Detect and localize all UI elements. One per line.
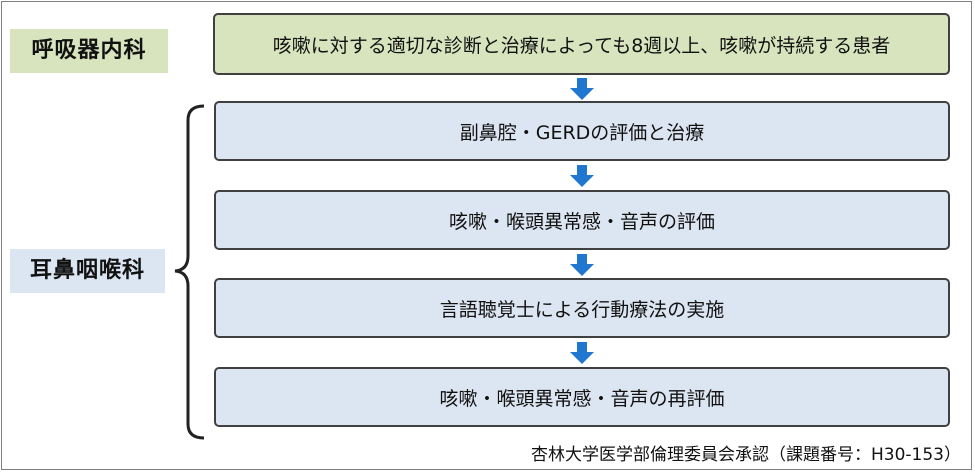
step-text-1: 副鼻腔・GERDの評価と治療 <box>459 121 705 144</box>
down-arrow-icon <box>570 78 594 100</box>
department-label-ent: 耳鼻咽喉科 <box>10 249 165 293</box>
step-box-4: 咳嗽・喉頭異常感・音声の再評価 <box>214 367 950 427</box>
department-label-respiratory: 呼吸器内科 <box>10 29 168 73</box>
step-text-2: 咳嗽・喉頭異常感・音声の評価 <box>448 210 715 233</box>
down-arrow-icon <box>570 254 594 276</box>
patient-criteria-text: 咳嗽に対する適切な診断と治療によっても8週以上、咳嗽が持続する患者 <box>272 34 891 57</box>
patient-criteria-box: 咳嗽に対する適切な診断と治療によっても8週以上、咳嗽が持続する患者 <box>213 13 950 75</box>
step-box-3: 言語聴覚士による行動療法の実施 <box>214 278 950 338</box>
down-arrow-icon <box>570 342 594 364</box>
step-box-1: 副鼻腔・GERDの評価と治療 <box>214 101 950 161</box>
step-box-2: 咳嗽・喉頭異常感・音声の評価 <box>214 190 950 250</box>
step-text-4: 咳嗽・喉頭異常感・音声の再評価 <box>439 387 725 410</box>
step-text-3: 言語聴覚士による行動療法の実施 <box>439 298 725 321</box>
down-arrow-icon <box>570 165 594 187</box>
ethics-approval-note: 杏林大学医学部倫理委員会承認（課題番号：H30-153） <box>531 445 961 465</box>
